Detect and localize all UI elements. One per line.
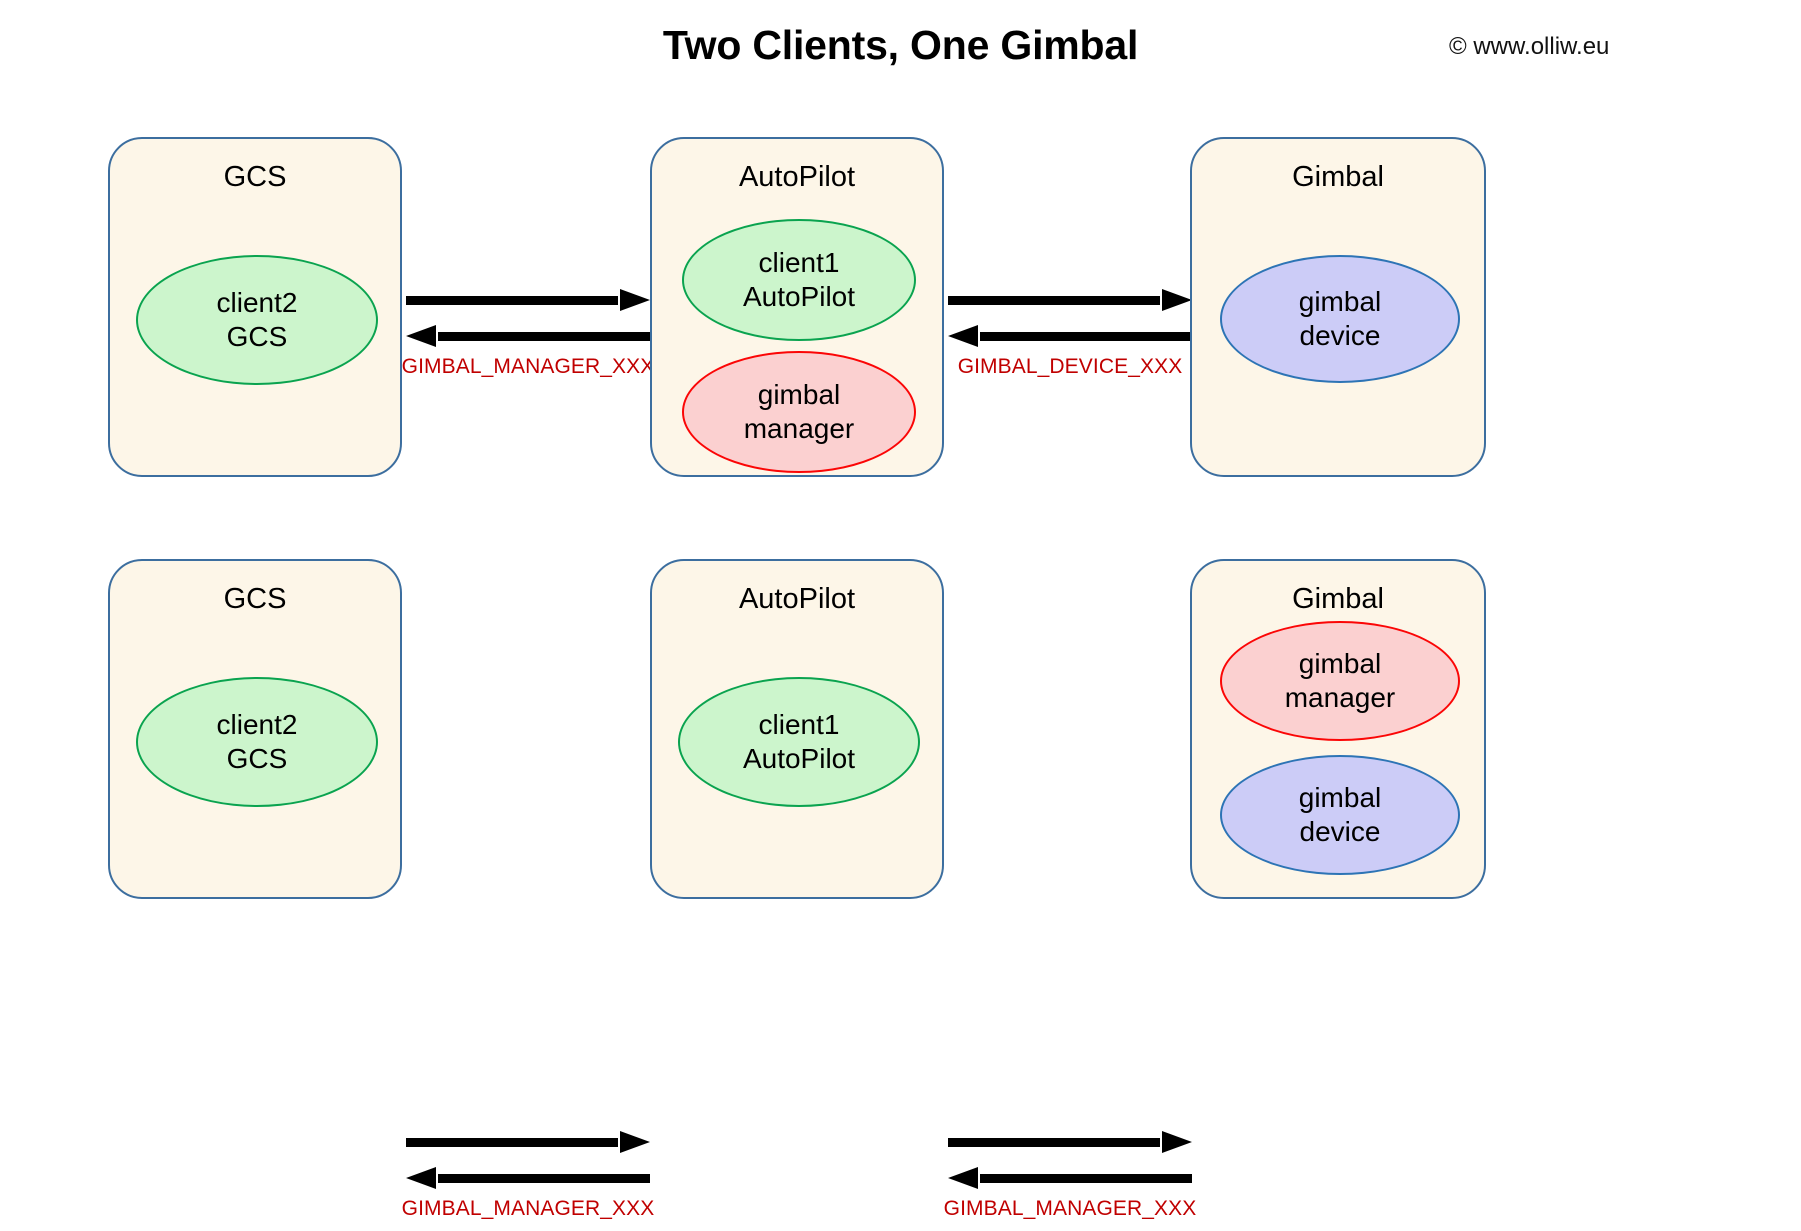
ellipse-line-2: manager bbox=[1284, 682, 1396, 713]
arrow-head bbox=[406, 1167, 436, 1189]
arrow-left-icon bbox=[948, 325, 1192, 347]
arrow-head bbox=[620, 289, 650, 311]
ellipse-line-1: client1 bbox=[758, 246, 840, 278]
ellipse-line-2: AutoPilot bbox=[742, 281, 856, 312]
arrow-head bbox=[948, 325, 978, 347]
ellipse-line-2: manager bbox=[743, 413, 855, 444]
ellipse-line-2: GCS bbox=[226, 743, 288, 774]
arrow-shaft bbox=[980, 332, 1192, 341]
diagram-row-bottom: GCS client2 GCS GIMBAL_MANAGER_XXX AutoP… bbox=[0, 559, 1801, 1220]
arrow-shaft bbox=[438, 332, 650, 341]
node-title: GCS bbox=[223, 583, 287, 615]
ellipse-gimbal-manager[interactable]: gimbal manager bbox=[682, 351, 916, 473]
ellipse-line-1: client1 bbox=[758, 708, 840, 740]
ellipse-line-1: client2 bbox=[216, 708, 298, 740]
node-box-autopilot-row2[interactable]: AutoPilot client1 AutoPilot bbox=[650, 559, 944, 899]
arrow-left-icon bbox=[948, 1167, 1192, 1189]
node-box-gcs-row2[interactable]: GCS client2 GCS bbox=[108, 559, 402, 899]
diagram-row-top: GCS client2 GCS GIMBAL_MANAGER_XXX AutoP… bbox=[0, 137, 1801, 477]
connector-autopilot-gimbal-row2: GIMBAL_MANAGER_XXX bbox=[944, 1131, 1196, 1231]
arrow-shaft bbox=[948, 296, 1160, 305]
node-box-gimbal-row1[interactable]: Gimbal gimbal device bbox=[1190, 137, 1486, 477]
ellipse-line-2: GCS bbox=[226, 321, 288, 352]
arrow-right-icon bbox=[406, 1131, 650, 1153]
arrow-left-icon bbox=[406, 325, 650, 347]
arrow-head bbox=[406, 325, 436, 347]
connector-autopilot-gimbal-row1: GIMBAL_DEVICE_XXX bbox=[948, 289, 1192, 389]
connector-gcs-autopilot-row1: GIMBAL_MANAGER_XXX bbox=[402, 289, 654, 389]
node-box-autopilot-row1[interactable]: AutoPilot client1 AutoPilot gimbal manag… bbox=[650, 137, 944, 477]
node-title: AutoPilot bbox=[738, 161, 856, 193]
ellipse-gimbal-manager[interactable]: gimbal manager bbox=[1220, 621, 1460, 741]
connector-label: GIMBAL_MANAGER_XXX bbox=[943, 1197, 1197, 1220]
ellipse-gimbal-device[interactable]: gimbal device bbox=[1220, 755, 1460, 875]
connector-label: GIMBAL_MANAGER_XXX bbox=[401, 1197, 655, 1220]
ellipse-line-2: device bbox=[1299, 816, 1381, 847]
arrow-head bbox=[1162, 1131, 1192, 1153]
arrow-shaft bbox=[406, 296, 618, 305]
arrow-shaft bbox=[406, 1138, 618, 1147]
ellipse-client2-gcs[interactable]: client2 GCS bbox=[136, 677, 378, 807]
node-title: GCS bbox=[223, 161, 287, 193]
arrow-right-icon bbox=[406, 289, 650, 311]
arrow-head bbox=[948, 1167, 978, 1189]
ellipse-line-1: gimbal bbox=[1298, 781, 1382, 813]
connector-label: GIMBAL_MANAGER_XXX bbox=[401, 355, 655, 378]
connector-label: GIMBAL_DEVICE_XXX bbox=[957, 355, 1183, 378]
ellipse-gimbal-device[interactable]: gimbal device bbox=[1220, 255, 1460, 383]
node-title: AutoPilot bbox=[738, 583, 856, 615]
ellipse-line-2: device bbox=[1299, 320, 1381, 351]
ellipse-line-2: AutoPilot bbox=[742, 743, 856, 774]
node-title: Gimbal bbox=[1292, 583, 1384, 615]
arrow-right-icon bbox=[948, 289, 1192, 311]
node-box-gimbal-row2[interactable]: Gimbal gimbal manager gimbal device bbox=[1190, 559, 1486, 899]
arrow-right-icon bbox=[948, 1131, 1192, 1153]
page-title: Two Clients, One Gimbal bbox=[662, 22, 1139, 68]
ellipse-line-1: client2 bbox=[216, 286, 298, 318]
node-box-gcs-row1[interactable]: GCS client2 GCS bbox=[108, 137, 402, 477]
ellipse-client1-autopilot[interactable]: client1 AutoPilot bbox=[682, 219, 916, 341]
arrow-shaft bbox=[948, 1138, 1160, 1147]
ellipse-line-1: gimbal bbox=[757, 378, 841, 410]
arrow-head bbox=[620, 1131, 650, 1153]
copyright-notice: © www.olliw.eu bbox=[1449, 33, 1610, 60]
arrow-shaft bbox=[438, 1174, 650, 1183]
arrow-left-icon bbox=[406, 1167, 650, 1189]
node-title: Gimbal bbox=[1292, 161, 1384, 193]
arrow-head bbox=[1162, 289, 1192, 311]
connector-gcs-autopilot-row2: GIMBAL_MANAGER_XXX bbox=[402, 1131, 654, 1231]
ellipse-client2-gcs[interactable]: client2 GCS bbox=[136, 255, 378, 385]
ellipse-line-1: gimbal bbox=[1298, 647, 1382, 679]
ellipse-line-1: gimbal bbox=[1298, 285, 1382, 317]
ellipse-client1-autopilot[interactable]: client1 AutoPilot bbox=[678, 677, 920, 807]
arrow-shaft bbox=[980, 1174, 1192, 1183]
